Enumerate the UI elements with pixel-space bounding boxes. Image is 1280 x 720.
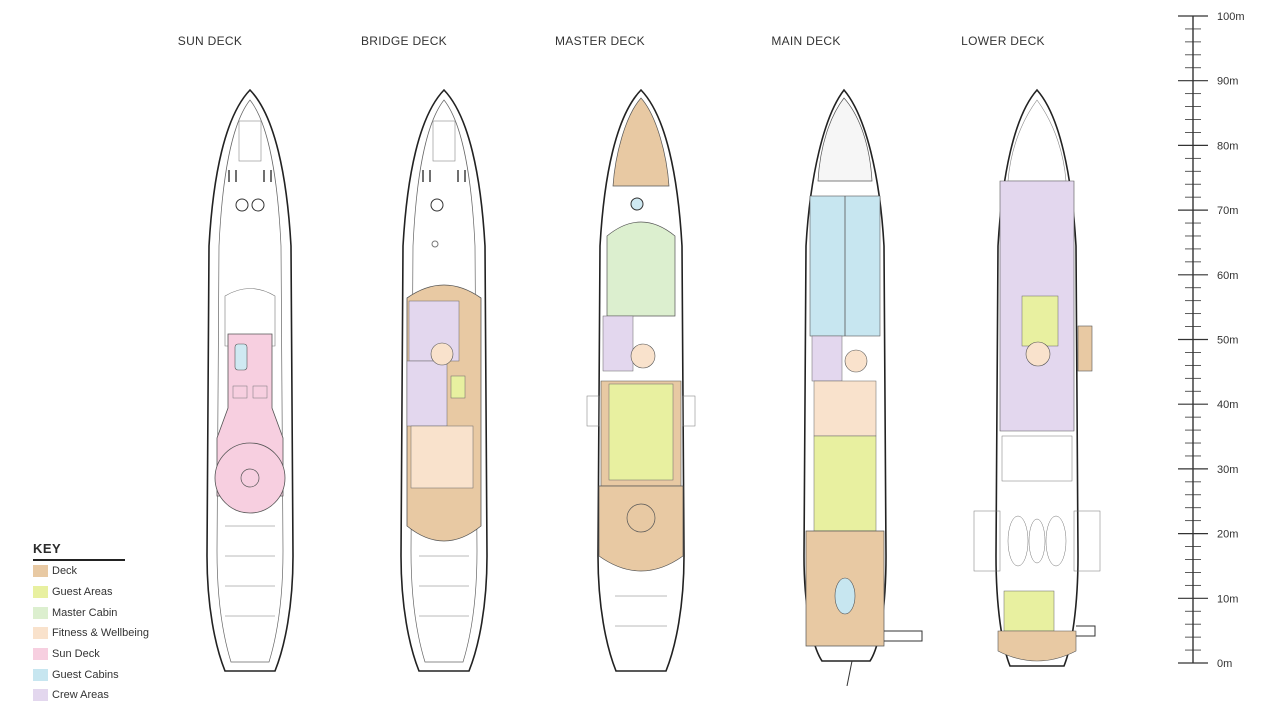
deck-title-main: MAIN DECK (771, 34, 841, 48)
scale-label: 20m (1217, 529, 1238, 541)
scale-label: 10m (1217, 593, 1238, 605)
deck-title-sun: SUN DECK (177, 34, 243, 48)
scale-label: 70m (1217, 205, 1238, 217)
legend-swatch (33, 689, 48, 702)
legend-swatch (33, 586, 48, 599)
main-deck-plan[interactable] (792, 86, 927, 686)
sun-deck-plan[interactable] (195, 86, 305, 676)
legend-swatch (33, 627, 48, 640)
legend-swatch (33, 565, 48, 578)
master-deck-plan[interactable] (585, 86, 697, 676)
bridge-deck-plan[interactable] (389, 86, 499, 676)
scale-label: 50m (1217, 335, 1238, 347)
legend-swatch (33, 648, 48, 661)
legend-label: Guest Cabins (52, 668, 119, 681)
legend-label: Deck (52, 565, 78, 578)
legend-label: Fitness & Wellbeing (52, 627, 150, 640)
deck-title-master: MASTER DECK (555, 34, 645, 48)
scale-label: 40m (1217, 399, 1238, 411)
legend-item-guest-cabins: Guest Cabins (33, 664, 128, 685)
scale-label: 30m (1217, 464, 1238, 476)
scale-bar: 100m 90m 80m 70m 60m 50m 40m 30m 20m 10m 0m (1178, 11, 1245, 670)
legend: KEY Deck Guest Areas Master Cabin Fitnes… (33, 541, 149, 706)
legend-item-master-cabin: Master Cabin (33, 602, 128, 623)
legend-label: Crew Areas (52, 689, 109, 702)
legend-label: Master Cabin (52, 606, 118, 619)
legend-item-sun-deck: Sun Deck (33, 644, 128, 665)
deck-title-lower: LOWER DECK (961, 34, 1045, 48)
legend-swatch (33, 668, 48, 681)
lower-deck-plan[interactable] (970, 86, 1105, 676)
deck-title-bridge: BRIDGE DECK (361, 34, 447, 48)
legend-swatch (33, 606, 48, 619)
legend-item-fitness: Fitness & Wellbeing (33, 623, 149, 644)
scale-label: 80m (1217, 140, 1238, 152)
legend-title: KEY (33, 541, 125, 561)
legend-label: Sun Deck (52, 648, 100, 661)
scale-label: 0m (1217, 658, 1232, 670)
legend-item-guest-areas: Guest Areas (33, 582, 128, 603)
scale-label: 90m (1217, 76, 1238, 88)
legend-item-crew-areas: Crew Areas (33, 685, 128, 706)
scale-label: 60m (1217, 270, 1238, 282)
scale-label: 100m (1217, 11, 1245, 23)
legend-item-deck: Deck (33, 561, 128, 582)
legend-label: Guest Areas (52, 586, 113, 599)
